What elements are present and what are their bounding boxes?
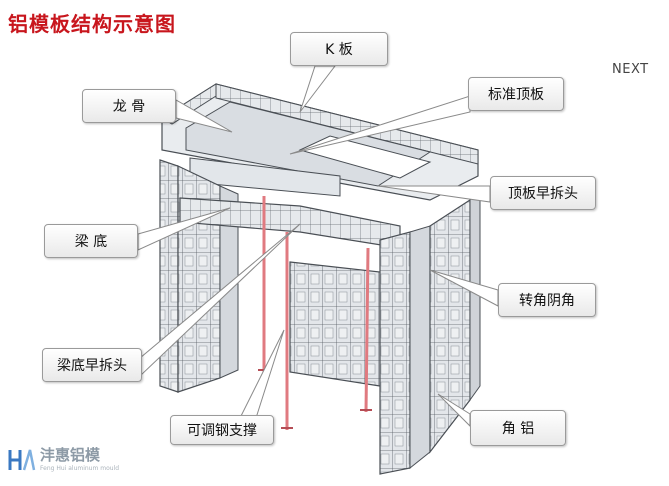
- logo-name: 沣惠铝模: [40, 446, 101, 464]
- callout-beam-bottom: 梁 底: [44, 224, 138, 258]
- brand-logo: 沣惠铝模 Feng Hui aluminum mould: [6, 446, 119, 474]
- callout-corner-aluminum: 角 铝: [470, 410, 566, 446]
- next-button[interactable]: NEXT: [612, 62, 649, 77]
- callout-standard-top-board: 标准顶板: [468, 77, 564, 111]
- callout-beam-early-release: 梁底早拆头: [42, 348, 142, 382]
- left-column: [159, 159, 239, 393]
- logo-subtitle: Feng Hui aluminum mould: [40, 465, 120, 472]
- logo-mark-icon: [8, 449, 36, 471]
- callout-top-early-release: 顶板早拆头: [490, 176, 596, 210]
- right-column: [379, 188, 481, 475]
- page-title: 铝模板结构示意图: [8, 12, 176, 36]
- callout-corner-inner: 转角阴角: [498, 283, 596, 317]
- callout-keel: 龙 骨: [82, 89, 176, 123]
- callout-adjustable-support: 可调钢支撑: [170, 415, 274, 445]
- top-slab-frame: [161, 83, 479, 201]
- leader-lines: [137, 65, 499, 428]
- steel-supports: [258, 196, 372, 430]
- callout-k-board: K 板: [290, 32, 388, 66]
